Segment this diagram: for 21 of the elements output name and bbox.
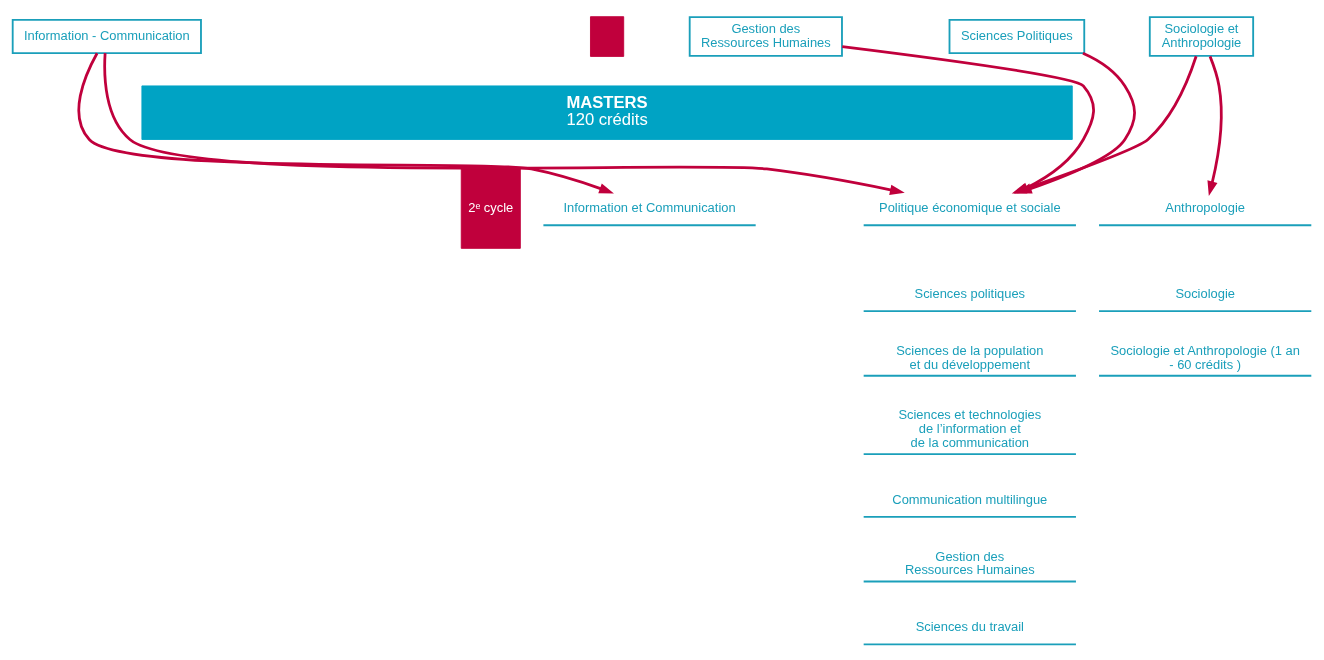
node-text: Sciences et technologies de l’information et de la communication (898, 406, 1042, 450)
node-text: Politique économique et sociale (879, 199, 1061, 215)
node-text: Sciences de la population et du développement (896, 342, 1044, 372)
node-text: Sciences politiques (914, 285, 1026, 301)
node-box: Gestion des Ressources Humaines (688, 15, 843, 57)
arrow (1207, 55, 1223, 196)
node-text: Gestion des Ressources Humaines (904, 548, 1035, 577)
node-bar (590, 15, 625, 57)
node-text: Sociologie et Anthropologie (1 an - 60 crédits ) (1110, 342, 1300, 372)
node-box: MASTERS 120 crédits (141, 84, 1073, 140)
node-box: Sociologie et Anthropologie (1148, 15, 1255, 57)
node-text: Sciences du travail (915, 618, 1024, 634)
node-box: 2ᵉ cycle (460, 168, 521, 249)
arrow (103, 52, 905, 195)
node-box: Sciences Politiques (948, 18, 1086, 54)
arrow (77, 52, 614, 193)
node-text: Anthropologie (1165, 199, 1245, 215)
node-text: Sociologie (1175, 285, 1235, 301)
node-text: Information et Communication (563, 199, 736, 215)
node-text: Communication multilingue (892, 491, 1048, 507)
node-box: Information - Communication (11, 18, 202, 54)
